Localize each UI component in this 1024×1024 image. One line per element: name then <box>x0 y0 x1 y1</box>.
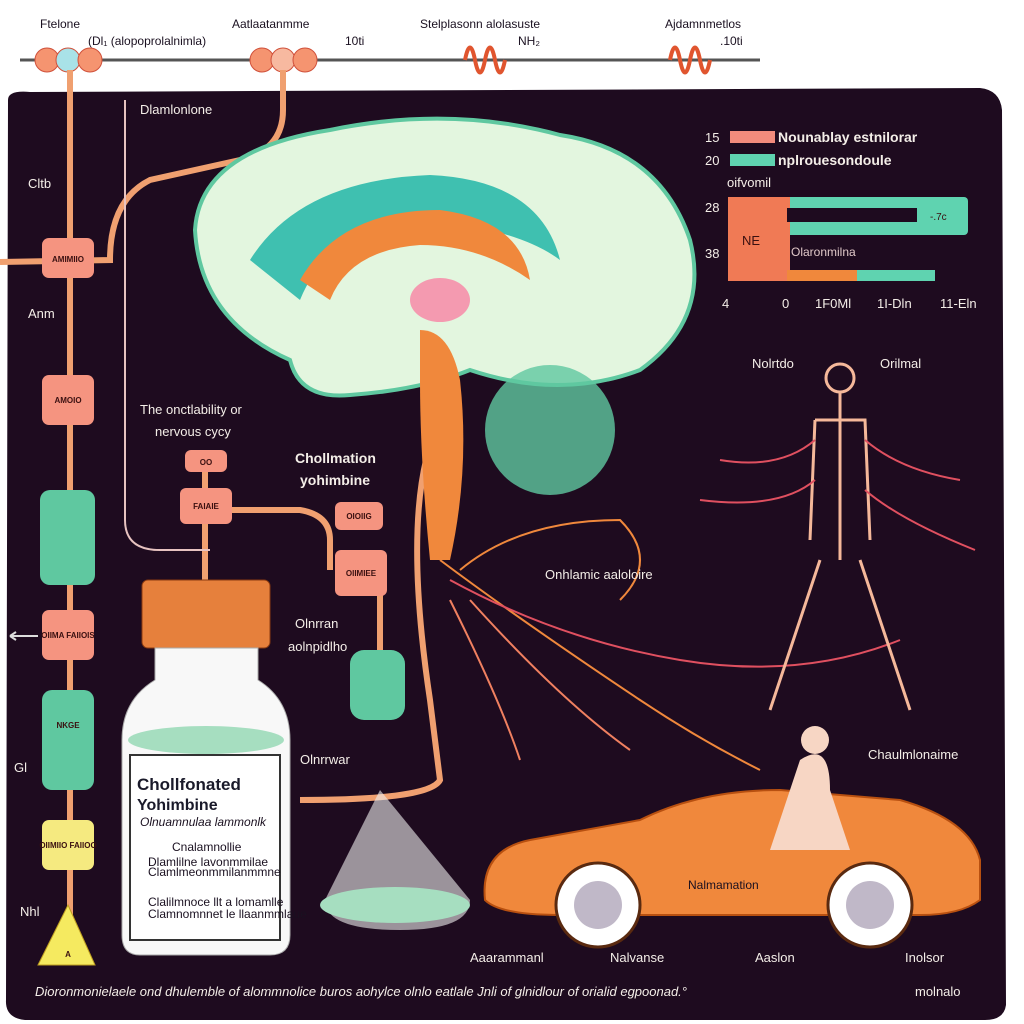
header-label-2: Aatlaatanmme <box>232 17 310 31</box>
left-box-3 <box>42 610 94 660</box>
human-figure <box>699 362 976 711</box>
row-num-1: 28 <box>705 200 719 215</box>
side-label-4: Nhl <box>20 904 40 919</box>
bottom-label-2: Nalvanse <box>610 950 664 965</box>
warning-label: A <box>65 950 71 959</box>
bottle-line-2: Clamlmeonmmilanmmne <box>148 865 281 879</box>
chol-label-2: yohimbine <box>300 472 370 488</box>
legend-num-2: 20 <box>705 153 719 168</box>
bottle-subtitle: Olnuamnulaa lammonlk <box>140 815 267 829</box>
left-box-2-label: AMOIO <box>54 396 81 405</box>
bar-inner-dark <box>787 208 917 222</box>
header-label-1: Ftelone <box>40 17 80 31</box>
label-top-left: Dlamlonlone <box>140 102 212 117</box>
header-sub-4: .10ti <box>720 34 743 48</box>
side-label-3: Gl <box>14 760 27 775</box>
bar-value-label: -.7c <box>930 212 947 223</box>
cell-cluster <box>40 490 95 585</box>
tick-label-0: 4 <box>722 296 729 311</box>
mid-box-3-label: OIOIIG <box>346 512 371 521</box>
left-box-2 <box>42 375 94 425</box>
legend-label-1: Nounablay estnilorar <box>778 129 918 145</box>
olnrran-label-1: Olnrran <box>295 616 338 631</box>
left-box-1-label: AMIMIIO <box>52 255 84 264</box>
excitability-label-2: nervous cycy <box>155 424 231 439</box>
header-sub-2: 10ti <box>345 34 364 48</box>
olnrrwar-label: Olnrrwar <box>300 752 351 767</box>
wave-icon <box>463 45 507 75</box>
mid-box-3 <box>335 502 383 530</box>
olnrran-label-2: aolnpidlho <box>288 639 347 654</box>
chaul-label: Chaulmlonaime <box>868 747 958 762</box>
bar-ne <box>728 197 790 281</box>
left-box-3-label: OIIMA FAIIOIS <box>41 631 95 640</box>
left-box-4-label: NKGE <box>56 721 80 730</box>
bar-orange-bottom <box>787 270 857 281</box>
bottle-section: Cnalamnollie <box>172 840 242 854</box>
rail-node-1 <box>34 47 103 73</box>
thin-line <box>124 100 210 551</box>
bottle-title-1: Chollfonated <box>137 775 241 794</box>
footer-caption: Dioronmonielaele ond dhulemble of alommn… <box>35 984 687 999</box>
mid-box-2-label: FAIAIE <box>193 502 219 511</box>
legend-label-2: nplrouesondoule <box>778 152 892 168</box>
car-text: Nalmamation <box>688 878 759 892</box>
wave-icon <box>668 45 712 75</box>
legend-num-1: 15 <box>705 130 719 145</box>
sports-car <box>483 726 981 949</box>
tick-label-4: 11-Eln <box>940 296 977 311</box>
header-label-3: Stelplasonn alolasuste <box>420 17 540 31</box>
footer-credit: molnalo <box>915 984 961 999</box>
body-label-left: Nolrtdo <box>752 356 794 371</box>
header-sub-3: NH₂ <box>518 34 540 48</box>
header-label-4: Ajdamnmetlos <box>665 17 741 31</box>
left-box-5-label: OIIMIIO FAIIOO <box>39 841 96 850</box>
bottle-line-4: Clamnomnnet le llaanmmlaue <box>148 907 307 921</box>
bottom-label-1: Aaarammanl <box>470 950 544 965</box>
left-box-4 <box>42 690 94 790</box>
bar-teal-bottom <box>857 270 935 281</box>
legend-swatch-2 <box>730 154 775 166</box>
mid-box-1 <box>185 450 227 472</box>
excitability-label-1: The onctlability or <box>140 402 243 417</box>
mid-box-2 <box>180 488 232 524</box>
bottom-label-3: Aaslon <box>755 950 795 965</box>
mid-cell-cluster <box>350 650 405 720</box>
bottle-line-1: Dlamlilne lavonmmilae <box>148 855 268 869</box>
rail-node-2 <box>249 47 318 73</box>
chart-unit-label: oifvomil <box>727 175 771 190</box>
side-label-1: Cltb <box>28 176 51 191</box>
neuron-tree <box>485 365 615 495</box>
bottle-title-2: Yohimbine <box>137 797 218 814</box>
tick-label-2: 1F0Ml <box>815 296 851 311</box>
left-box-5 <box>42 820 94 870</box>
legend-swatch-1 <box>730 131 775 143</box>
mid-box-4 <box>335 550 387 596</box>
bottom-label-4: Inolsor <box>905 950 945 965</box>
left-box-1 <box>42 238 94 278</box>
bar-inner-label: Olaronmilna <box>791 245 856 259</box>
yohimbine-bottle <box>121 579 291 956</box>
bottle-line-3: Clalilmnoce llt a lomamlle <box>148 895 284 909</box>
bar-chart <box>728 131 968 281</box>
side-label-2: Anm <box>28 306 55 321</box>
bar-label-ne: NE <box>742 233 760 248</box>
mid-box-1-label: OO <box>200 458 212 467</box>
powder-dish <box>320 887 470 923</box>
onhlamic-label: Onhlamic aaloloire <box>545 567 653 582</box>
tick-label-3: 1I-Dln <box>877 296 912 311</box>
body-label-right: Orilmal <box>880 356 921 371</box>
row-num-2: 38 <box>705 246 719 261</box>
mid-box-4-label: OIIMIEE <box>346 569 377 578</box>
tick-label-1: 0 <box>782 296 789 311</box>
header-sub-1: (Dl₁ (alopoprolalnimla) <box>88 34 206 48</box>
chol-label-1: Chollmation <box>295 450 376 466</box>
arrow-left-icon <box>9 631 38 641</box>
warning-icon <box>37 903 96 966</box>
nerve-fibers <box>439 518 901 771</box>
brain <box>192 116 697 560</box>
